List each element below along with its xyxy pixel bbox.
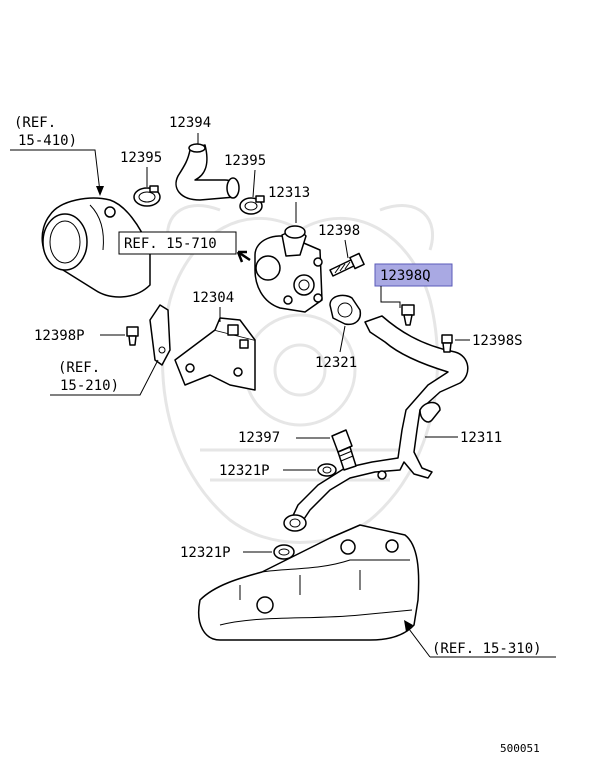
bracket-ref-15-210[interactable] [149, 304, 171, 366]
label-12395-right: 12395 [224, 153, 266, 169]
gasket-12321[interactable] [329, 294, 362, 326]
washer-12321p-lower[interactable] [273, 544, 295, 560]
label-12398: 12398 [318, 223, 360, 239]
hose-12394[interactable] [175, 143, 240, 201]
label-12321p-lower: 12321P [180, 545, 231, 561]
label-12313: 12313 [268, 185, 310, 201]
ref-15-210-leader [50, 359, 159, 396]
clamp-12395-right[interactable] [239, 195, 265, 215]
label-12397: 12397 [238, 430, 280, 446]
arrow-to-valve [236, 250, 251, 263]
diagram-code: 500051 [500, 742, 540, 755]
ref-15-210-line2: 15-210) [60, 378, 119, 394]
air-valve-12313[interactable] [254, 225, 323, 313]
ref-15-410-leader [10, 149, 101, 193]
bracket-12304[interactable] [174, 317, 256, 391]
label-12398q: 12398Q [380, 268, 431, 284]
ref-15-710-box [118, 231, 237, 255]
bolt-12398p[interactable] [126, 326, 139, 346]
bolt-12398q[interactable] [401, 304, 415, 326]
ref-15-410-line1: (REF. [14, 115, 56, 131]
union-bolt-12397[interactable] [331, 429, 357, 471]
exhaust-manifold-ref-15-310[interactable] [198, 524, 420, 641]
label-12304: 12304 [192, 290, 234, 306]
label-12394: 12394 [169, 115, 211, 131]
label-12395-left: 12395 [120, 150, 162, 166]
ref-15-310-label: (REF. 15-310) [432, 641, 542, 657]
ref-15-310-leader [405, 624, 556, 658]
label-12398q-highlight[interactable] [374, 263, 453, 287]
ref-15-710-label: REF. 15-710 [124, 236, 217, 252]
label-12398s: 12398S [472, 333, 523, 349]
label-12398p: 12398P [34, 328, 85, 344]
intake-pipe-ref-15-410[interactable] [41, 197, 151, 298]
washer-12321p-upper[interactable] [317, 463, 337, 477]
ref-15-410-line2: 15-410) [18, 133, 77, 149]
bolt-12398s[interactable] [441, 334, 453, 353]
bolt-12398[interactable] [329, 252, 365, 277]
label-12321p-upper: 12321P [219, 463, 270, 479]
label-12321: 12321 [315, 355, 357, 371]
clamp-12395-left[interactable] [133, 185, 161, 207]
ref-15-210-line1: (REF. [58, 360, 100, 376]
label-12311: 12311 [460, 430, 502, 446]
pipe-12311[interactable] [283, 315, 469, 532]
